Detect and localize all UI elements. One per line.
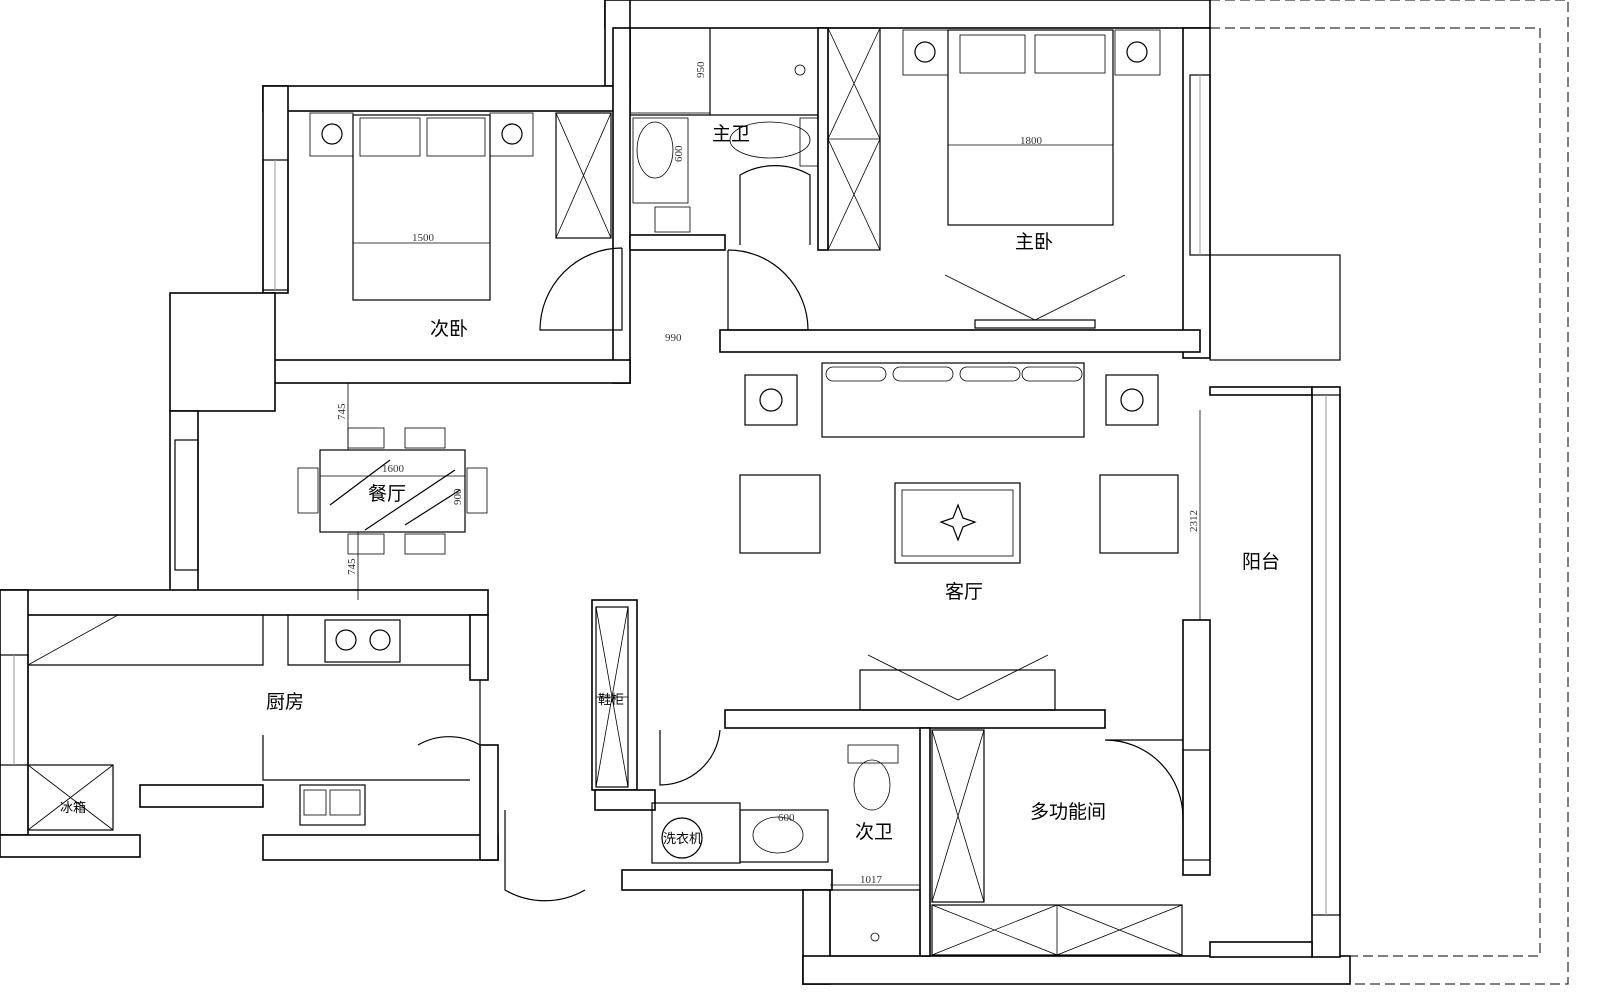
wardrobes	[555, 27, 1183, 956]
living-furniture	[739, 362, 1179, 564]
second-bath-fixtures	[651, 410, 1201, 957]
dim-shower-width: 1017	[860, 874, 883, 886]
room-label-master-bath: 主卫	[712, 123, 750, 145]
dim-table-length: 1600	[382, 463, 405, 475]
dim-second-bed: 1500	[412, 232, 435, 244]
dining-table	[297, 383, 488, 600]
fridge-label: 冰箱	[60, 800, 86, 816]
room-label-kitchen: 厨房	[266, 691, 304, 713]
doors	[417, 165, 1184, 902]
room-label-dining: 餐厅	[368, 483, 406, 505]
room-label-living: 客厅	[945, 581, 983, 603]
terrace-outline	[1210, 0, 1569, 985]
windows	[0, 74, 1341, 916]
master-bath-fixtures	[629, 27, 819, 233]
dim-dining-top: 745	[336, 403, 348, 420]
room-label-second-bedroom: 次卧	[430, 318, 468, 340]
dim-shower-depth: 950	[695, 61, 707, 78]
shoe-cabinet-label: 鞋柜	[598, 692, 624, 708]
room-label-balcony: 阳台	[1242, 551, 1280, 573]
dim-corridor: 990	[665, 332, 682, 344]
beds	[309, 29, 1161, 301]
room-label-master-bedroom: 主卧	[1015, 231, 1053, 253]
dim-master-sink: 600	[673, 145, 685, 162]
tv-units	[859, 274, 1126, 711]
washing-machine-label: 洗衣机	[663, 831, 702, 847]
dim-table-width: 900	[452, 488, 464, 505]
dim-living-depth: 2312	[1188, 510, 1200, 532]
room-label-second-bath: 次卫	[855, 821, 893, 843]
kitchen-fixtures	[27, 614, 470, 831]
walls	[0, 0, 1351, 985]
room-label-multipurpose: 多功能间	[1030, 801, 1106, 823]
dim-dining-bottom: 745	[346, 558, 358, 575]
dim-master-bed: 1800	[1020, 135, 1043, 147]
dim-second-sink: 600	[778, 812, 795, 824]
